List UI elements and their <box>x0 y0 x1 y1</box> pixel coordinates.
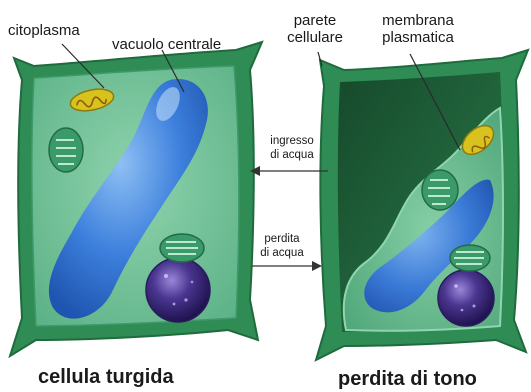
label-perdita-line1: perdita <box>246 232 318 246</box>
label-parete-line1: parete <box>280 12 350 29</box>
label-perdita-line2: di acqua <box>246 246 318 260</box>
label-parete-cellulare: parete cellulare <box>280 12 350 46</box>
chloroplast <box>160 234 204 262</box>
label-ingresso-acqua: ingresso di acqua <box>256 134 328 162</box>
chloroplast <box>49 128 83 172</box>
label-citoplasma: citoplasma <box>8 22 80 39</box>
label-ingresso-line1: ingresso <box>256 134 328 148</box>
label-vacuolo-centrale: vacuolo centrale <box>112 36 221 53</box>
label-ingresso-line2: di acqua <box>256 148 328 162</box>
plasmolysing-cell <box>316 50 528 360</box>
turgid-cell <box>10 42 262 356</box>
label-perdita-acqua: perdita di acqua <box>246 232 318 260</box>
nucleus <box>438 270 494 326</box>
label-membrana-line1: membrana <box>368 12 468 29</box>
label-membrana-line2: plasmatica <box>368 29 468 46</box>
arrow-water-out <box>252 261 322 271</box>
caption-cellula-turgida: cellula turgida <box>38 366 174 388</box>
label-membrana-plasmatica: membrana plasmatica <box>368 12 468 46</box>
chloroplast <box>450 245 490 271</box>
caption-perdita-di-tono: perdita di tono <box>338 368 477 390</box>
label-parete-line2: cellulare <box>280 29 350 46</box>
nucleus <box>146 258 210 322</box>
chloroplast <box>422 170 458 210</box>
arrow-water-in <box>250 166 328 176</box>
